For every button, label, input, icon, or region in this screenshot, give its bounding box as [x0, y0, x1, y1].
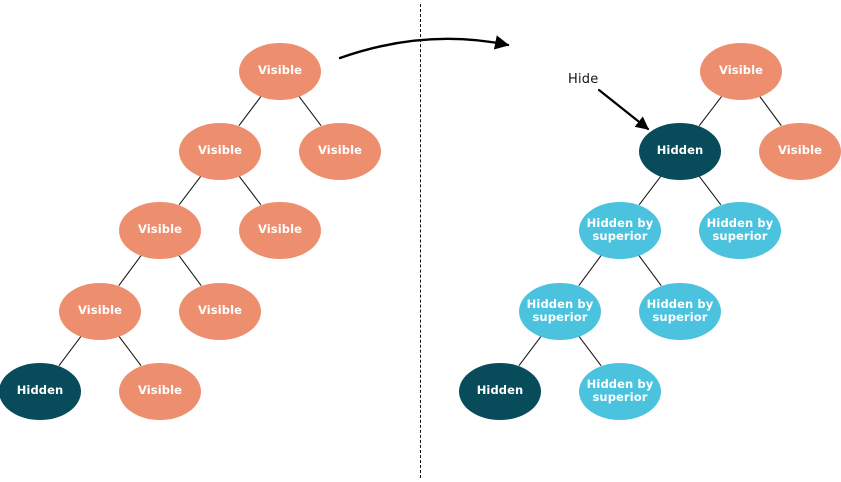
tree-node-visible[interactable]: Visible	[179, 282, 261, 340]
tree-node-hidden[interactable]: Hidden	[0, 362, 81, 420]
tree-node-label: Visible	[137, 222, 183, 237]
tree-edge	[118, 255, 142, 286]
tree-node-label: Visible	[257, 222, 303, 237]
tree-node-label: Visible	[317, 143, 363, 158]
tree-node-label: Hidden by superior	[706, 215, 774, 243]
tree-edge	[638, 255, 662, 286]
tree-node-visible[interactable]: Visible	[119, 201, 201, 259]
tree-node-visible[interactable]: Visible	[239, 201, 321, 259]
tree-node-label: Visible	[137, 383, 183, 398]
tree-node-label: Visible	[777, 143, 823, 158]
tree-node-visible[interactable]: Visible	[119, 362, 201, 420]
tree-node-hidden-by-superior[interactable]: Hidden by superior	[639, 282, 721, 340]
tree-node-visible[interactable]: Visible	[299, 122, 381, 180]
tree-edge	[759, 96, 782, 126]
tree-node-hidden-by-superior[interactable]: Hidden by superior	[699, 201, 781, 259]
tree-node-hidden[interactable]: Hidden	[639, 122, 721, 180]
tree-node-label: Hidden	[656, 143, 704, 158]
tree-node-label: Hidden by superior	[586, 376, 654, 404]
tree-node-label: Visible	[718, 63, 764, 78]
tree-edge	[58, 335, 82, 367]
tree-node-label: Visible	[197, 143, 243, 158]
tree-node-hidden-by-superior[interactable]: Hidden by superior	[519, 282, 601, 340]
tree-node-label: Hidden	[16, 383, 64, 398]
tree-node-visible[interactable]: Visible	[179, 122, 261, 180]
tree-node-label: Visible	[197, 303, 243, 318]
tree-edge	[698, 175, 722, 206]
tree-node-visible[interactable]: Visible	[239, 42, 321, 100]
tree-edge	[578, 335, 602, 367]
tree-edge	[238, 95, 262, 127]
tree-node-visible[interactable]: Visible	[759, 122, 841, 180]
tree-node-label: Visible	[77, 303, 123, 318]
tree-edge	[578, 255, 602, 286]
center-divider	[420, 4, 421, 478]
tree-edge	[178, 255, 202, 286]
tree-edge	[518, 335, 542, 367]
tree-edge	[638, 175, 662, 206]
tree-edge	[178, 175, 202, 206]
tree-edge	[238, 175, 262, 206]
tree-node-label: Hidden by superior	[526, 296, 594, 324]
tree-node-hidden-by-superior[interactable]: Hidden by superior	[579, 201, 661, 259]
tree-node-label: Hidden	[476, 383, 524, 398]
tree-node-visible[interactable]: Visible	[700, 42, 782, 100]
tree-edge	[698, 95, 723, 127]
tree-node-label: Hidden by superior	[646, 296, 714, 324]
hide-annotation: Hide	[568, 72, 599, 87]
tree-node-label: Hidden by superior	[586, 215, 654, 243]
hide-arrow	[597, 88, 650, 131]
tree-node-hidden[interactable]: Hidden	[459, 362, 541, 420]
transition-arrow	[338, 35, 510, 60]
tree-edge	[118, 335, 142, 367]
tree-node-label: Visible	[257, 63, 303, 78]
tree-node-hidden-by-superior[interactable]: Hidden by superior	[579, 362, 661, 420]
tree-edge	[298, 95, 322, 127]
tree-node-visible[interactable]: Visible	[59, 282, 141, 340]
